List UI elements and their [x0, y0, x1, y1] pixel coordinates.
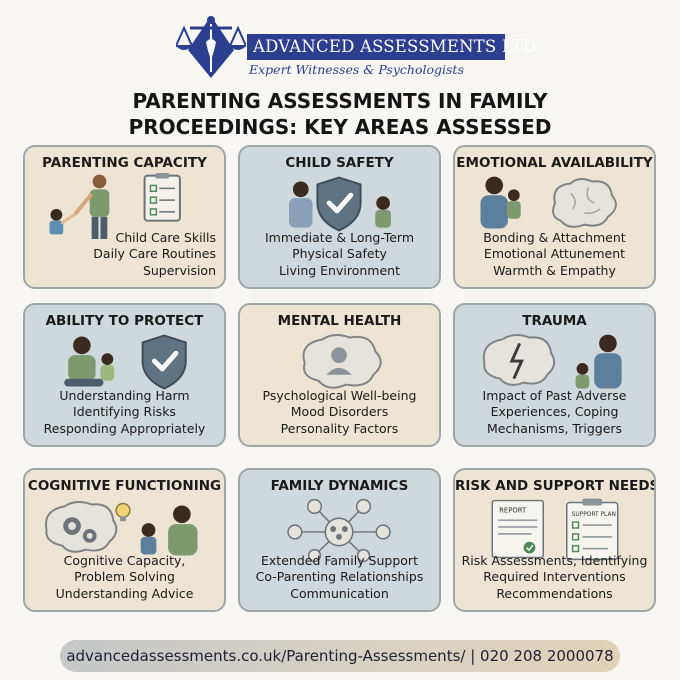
footer-contact[interactable]: advancedassessments.co.uk/Parenting-Asse… — [60, 640, 620, 672]
card-detail: Physical Safety — [292, 246, 387, 261]
card-details: Understanding Harm Identifying Risks Res… — [25, 388, 224, 438]
card-detail: Child Care Skills — [115, 229, 216, 245]
card-detail: Co-Parenting Relationships — [255, 569, 424, 584]
card-family-dynamics: FAMILY DYNAMICS Extended Family Support … — [238, 468, 441, 612]
child-safety-illustration — [289, 176, 391, 232]
card-title: FAMILY DYNAMICS — [270, 478, 409, 494]
cognitive-illustration — [45, 501, 198, 556]
brand-tagline: Expert Witnesses & Psychologists — [249, 62, 464, 77]
scales-of-justice-icon — [176, 16, 246, 78]
network-icon — [287, 498, 391, 562]
card-detail: Bonding & Attachment — [483, 229, 626, 245]
shield-check-icon — [141, 334, 187, 390]
checklist-icon — [143, 173, 181, 222]
card-details: Child Care Skills Daily Care Routines Su… — [93, 230, 216, 280]
card-detail: Psychological Well-being — [262, 387, 417, 403]
brain-icon — [552, 178, 617, 228]
card-title: CHILD SAFETY — [285, 155, 394, 171]
card-detail: Living Environment — [279, 262, 400, 278]
bonding-illustration — [480, 176, 617, 229]
brain-icon — [482, 334, 556, 386]
brand-name: ADVANCED ASSESSMENTS LTD — [247, 34, 536, 60]
card-detail: Daily Care Routines — [93, 246, 216, 261]
card-detail: Understanding Advice — [55, 585, 194, 601]
lightbulb-icon — [115, 502, 131, 522]
card-cognitive-functioning: COGNITIVE FUNCTIONING Cognitive Capacity… — [23, 468, 226, 612]
card-detail: Personality Factors — [280, 420, 399, 436]
page-title: PARENTING ASSESSMENTS IN FAMILY PROCEEDI… — [0, 88, 680, 140]
card-emotional-availability: EMOTIONAL AVAILABILITY Bonding & Attachm… — [453, 145, 656, 289]
card-detail: Impact of Past Adverse — [482, 387, 627, 403]
card-details: Impact of Past Adverse Experiences, Copi… — [455, 388, 654, 438]
card-detail: Risk Assessments, Identifying — [461, 552, 648, 568]
card-details: Extended Family Support Co-Parenting Rel… — [240, 553, 439, 603]
card-detail: Supervision — [142, 262, 216, 278]
card-title: MENTAL HEALTH — [277, 313, 402, 329]
card-details: Immediate & Long-Term Physical Safety Li… — [240, 230, 439, 280]
card-title: PARENTING CAPACITY — [42, 155, 207, 171]
card-detail: Responding Appropriately — [43, 420, 206, 436]
brain-icon — [45, 501, 118, 553]
card-detail: Experiences, Coping — [490, 404, 619, 419]
card-trauma: TRAUMA Impact of Past Adverse Experience… — [453, 303, 656, 447]
trauma-illustration — [482, 334, 622, 389]
page-title-line-1: PARENTING ASSESSMENTS IN FAMILY — [132, 89, 548, 113]
card-title: RISK AND SUPPORT NEEDS — [455, 478, 656, 494]
card-mental-health: MENTAL HEALTH Psychological Well-being M… — [238, 303, 441, 447]
card-detail: Understanding Harm — [59, 387, 190, 403]
card-parenting-capacity: PARENTING CAPACITY Child Care Skills Dai… — [23, 145, 226, 289]
report-icon: REPORT — [491, 499, 544, 559]
card-title: EMOTIONAL AVAILABILITY — [456, 155, 653, 171]
card-detail: Immediate & Long-Term — [265, 229, 414, 245]
parent-and-child-illustration — [49, 173, 181, 239]
support-plan-label: SUPPORT PLAN — [572, 512, 616, 518]
card-detail: Warmth & Empathy — [493, 262, 616, 278]
card-detail: Emotional Attunement — [483, 246, 626, 261]
card-detail: Identifying Risks — [73, 404, 176, 419]
card-detail: Extended Family Support — [261, 552, 418, 568]
card-detail: Mood Disorders — [290, 404, 389, 419]
protect-illustration — [64, 334, 187, 390]
card-title: COGNITIVE FUNCTIONING — [27, 478, 222, 494]
card-details: Cognitive Capacity, Problem Solving Unde… — [25, 553, 224, 603]
mental-health-illustration — [302, 334, 382, 389]
card-detail: Cognitive Capacity, — [63, 552, 186, 568]
card-detail: Required Interventions — [483, 569, 626, 584]
card-title: ABILITY TO PROTECT — [45, 313, 204, 329]
card-title: TRAUMA — [522, 313, 587, 329]
page-title-line-2: PROCEEDINGS: KEY AREAS ASSESSED — [128, 115, 552, 139]
support-plan-icon: SUPPORT PLAN — [566, 498, 619, 561]
card-detail: Recommendations — [496, 585, 613, 601]
documents-illustration: REPORT SUPPORT PLAN — [491, 498, 619, 561]
card-detail: Mechanisms, Triggers — [486, 420, 623, 436]
gears-icon — [63, 517, 97, 543]
shield-check-icon — [316, 176, 362, 232]
card-details: Bonding & Attachment Emotional Attunemen… — [455, 230, 654, 280]
header: ADVANCED ASSESSMENTS LTD Expert Witnesse… — [0, 6, 680, 78]
card-ability-to-protect: ABILITY TO PROTECT Understanding Harm Id… — [23, 303, 226, 447]
report-label: REPORT — [499, 506, 527, 514]
card-details: Risk Assessments, Identifying Required I… — [455, 553, 654, 603]
card-detail: Communication — [290, 585, 389, 601]
card-child-safety: CHILD SAFETY Immediate & Long-Term Physi… — [238, 145, 441, 289]
card-detail: Problem Solving — [74, 569, 175, 584]
card-risk-and-support-needs: RISK AND SUPPORT NEEDS REPORT SUPPORT PL… — [453, 468, 656, 612]
card-details: Psychological Well-being Mood Disorders … — [240, 388, 439, 438]
